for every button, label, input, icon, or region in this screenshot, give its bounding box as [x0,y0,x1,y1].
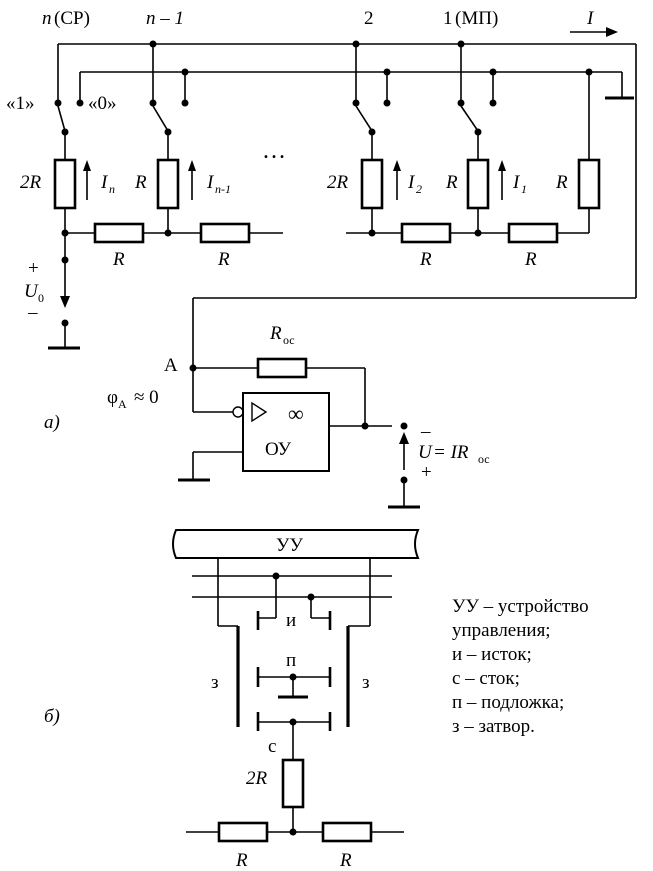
label-uu: УУ [276,535,303,556]
label-r-h3: R [419,249,432,270]
label-switch-0: «0» [88,93,117,114]
label-i-n: I [100,172,109,193]
label-rfb-sub: ос [283,333,295,347]
label-part-b: б) [44,706,60,727]
switch-2 [352,44,391,160]
label-r-h1: R [112,249,125,270]
label-out-eq: = IR [433,442,469,463]
current-arrow [570,27,618,37]
label-2r-2: 2R [327,172,349,193]
label-gate-right: з [362,672,370,693]
label-current-i: I [586,8,595,29]
label-gate-left: з [211,672,219,693]
label-n: n [42,8,52,29]
legend-line-1: УУ – устройство [452,596,589,617]
output-voltage [388,432,420,509]
resistor-r-terminal [577,158,601,233]
label-phi: φ [107,387,118,408]
legend-line-5: п – подложка; [452,692,564,713]
label-u0-plus: + [28,258,39,279]
label-out-plus: + [421,462,432,483]
label-r-1: R [445,172,458,193]
label-i-2: I [407,172,416,193]
label-source: и [286,610,296,631]
label-rfb: R [269,323,282,344]
legend-line-6: з – затвор. [452,716,535,737]
switch-n [54,99,84,160]
label-ou: ОУ [265,439,292,460]
label-out-minus: – [420,421,431,442]
label-i-1-sub: 1 [521,182,527,196]
label-node-a: A [164,355,178,376]
reference-source-u0 [48,233,80,350]
label-1: 1 [443,8,453,29]
control-lines [192,558,392,627]
label-out-u: U [418,442,433,463]
label-u0-sub: 0 [38,291,44,305]
label-u0-minus: – [27,302,38,323]
bit-labels: n (СР) n – 1 2 1 (МП) I [42,8,595,29]
label-phi-sub: А [118,397,127,411]
label-2: 2 [364,8,374,29]
ellipsis: … [262,138,286,164]
label-2r-n: 2R [20,172,42,193]
legend-line-4: с – сток; [452,668,520,689]
control-unit-bar [172,529,420,559]
label-infinity: ∞ [288,401,304,426]
legend-line-3: и – исток; [452,644,532,665]
label-mp: (МП) [455,8,498,29]
label-u0: U [24,281,39,302]
switch-1 [457,44,497,160]
label-part-a: а) [44,412,60,433]
mos-transistor [236,611,350,760]
label-drain: с [268,736,276,757]
label-phi-rest: ≈ 0 [134,387,159,408]
bus-1 [57,43,637,368]
resistor-r-1 [466,158,490,233]
current-arrows [83,160,506,200]
label-r-terminal: R [555,172,568,193]
label-i-1: I [512,172,521,193]
label-r-b-left: R [235,850,248,871]
legend: УУ – устройство управления; и – исток; с… [452,596,589,737]
label-i-2-sub: 2 [416,182,422,196]
switch-n-1 [149,44,189,160]
resistor-2r-n [53,158,77,233]
legend-line-2: управления; [452,620,551,641]
label-cp: (СР) [54,8,90,29]
ladder-right [346,222,589,244]
label-r-b-right: R [339,850,352,871]
ladder-left [61,222,283,244]
label-out-sub: ос [478,452,490,466]
label-2r-b: 2R [246,768,268,789]
label-r-h4: R [524,249,537,270]
bus-0 [79,71,634,103]
label-switch-1: «1» [6,93,35,114]
resistor-2r-2 [360,158,384,233]
label-i-n1: I [206,172,215,193]
opamp-stage [178,357,408,482]
bottom-resistors [186,758,404,843]
label-r-h2: R [217,249,230,270]
label-n-minus-1: n – 1 [146,8,184,29]
label-i-n1-sub: n-1 [215,182,231,196]
label-substrate: п [286,650,296,671]
resistor-r-n1 [156,158,180,233]
label-i-n-sub: n [109,182,115,196]
label-r-n1: R [134,172,147,193]
